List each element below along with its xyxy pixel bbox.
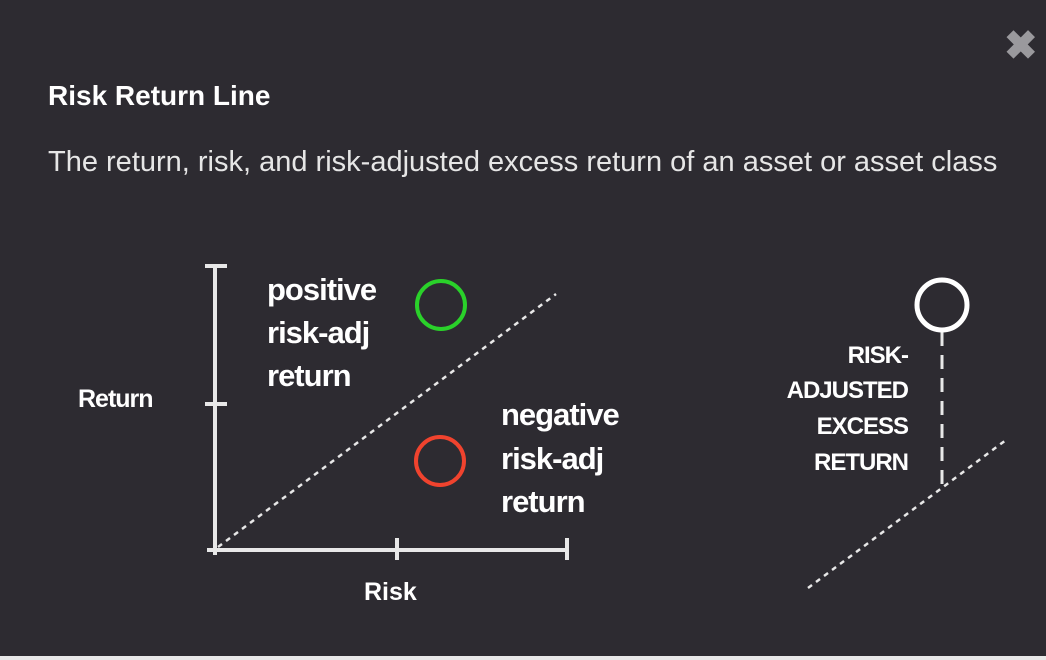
close-icon[interactable]: ✖ — [1004, 24, 1038, 68]
excess-label-2: ADJUSTED — [787, 377, 909, 404]
x-axis-label: Risk — [364, 578, 417, 606]
bottom-border — [0, 656, 1046, 660]
negative-label-3: return — [501, 484, 585, 519]
excess-circle — [914, 277, 970, 333]
popup-title: Risk Return Line — [48, 80, 271, 111]
positive-label-2: risk-adj — [267, 315, 369, 350]
positive-label-1: positive — [267, 272, 377, 307]
negative-label-2: risk-adj — [501, 441, 603, 476]
negative-circle — [414, 435, 466, 487]
risk-return-line — [217, 292, 557, 549]
excess-label-4: RETURN — [814, 449, 908, 476]
popup-description: The return, risk, and risk-adjusted exce… — [48, 146, 998, 178]
excess-label-3: EXCESS — [817, 413, 909, 440]
positive-label-3: return — [267, 358, 351, 393]
risk-return-line-right — [807, 438, 1007, 590]
y-axis-label: Return — [78, 385, 153, 413]
excess-label-1: RISK- — [848, 342, 909, 369]
positive-circle — [415, 279, 467, 331]
negative-label-1: negative — [501, 397, 620, 432]
